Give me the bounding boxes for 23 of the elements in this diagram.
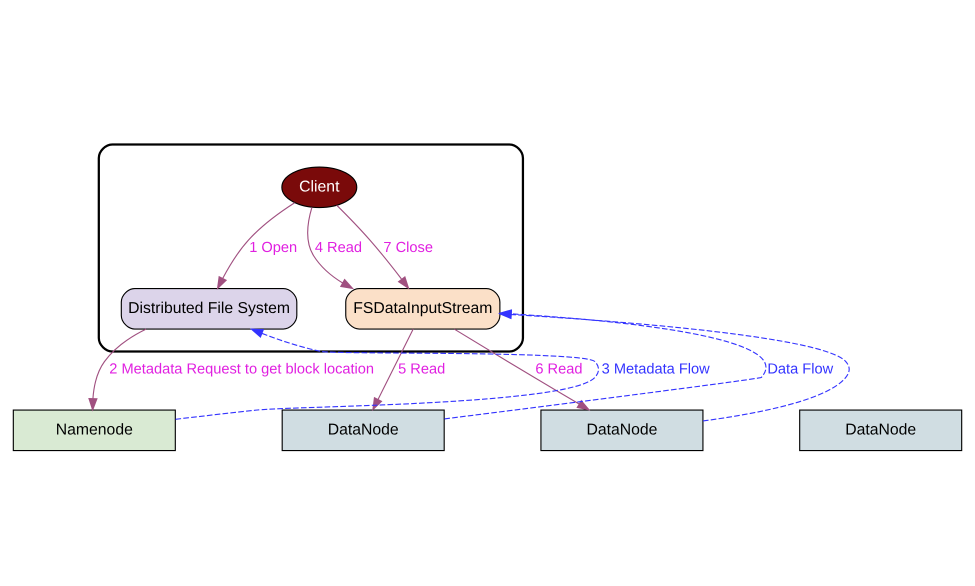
edge-label: Data Flow bbox=[767, 361, 834, 378]
edge-label: 6 Read bbox=[535, 361, 582, 378]
edge-label: 4 Read bbox=[314, 240, 362, 256]
node-ellipse: Client bbox=[281, 166, 358, 208]
arrow bbox=[176, 328, 599, 420]
edge-label: 1 Open bbox=[249, 240, 298, 256]
cluster bbox=[98, 143, 524, 353]
arrow bbox=[372, 328, 414, 412]
arrow bbox=[88, 328, 146, 412]
node-box: FSDataInputStream bbox=[345, 288, 500, 330]
edge-label: 5 Read bbox=[398, 361, 446, 378]
node-box: DataNode bbox=[799, 409, 962, 452]
edge-label: 7 Close bbox=[383, 240, 433, 256]
edge-label: 2 Metadata Request to get block location bbox=[109, 361, 374, 378]
node-box: DataNode bbox=[540, 409, 704, 452]
node-box: Namenode bbox=[12, 409, 176, 452]
arrow bbox=[336, 204, 410, 290]
node-box: DataNode bbox=[282, 409, 445, 452]
arrow bbox=[307, 207, 354, 290]
arrow bbox=[216, 202, 295, 290]
edge-label: 3 Metadata Flow bbox=[602, 361, 710, 378]
arrow bbox=[454, 328, 590, 411]
node-box: Distributed File System bbox=[120, 288, 298, 330]
